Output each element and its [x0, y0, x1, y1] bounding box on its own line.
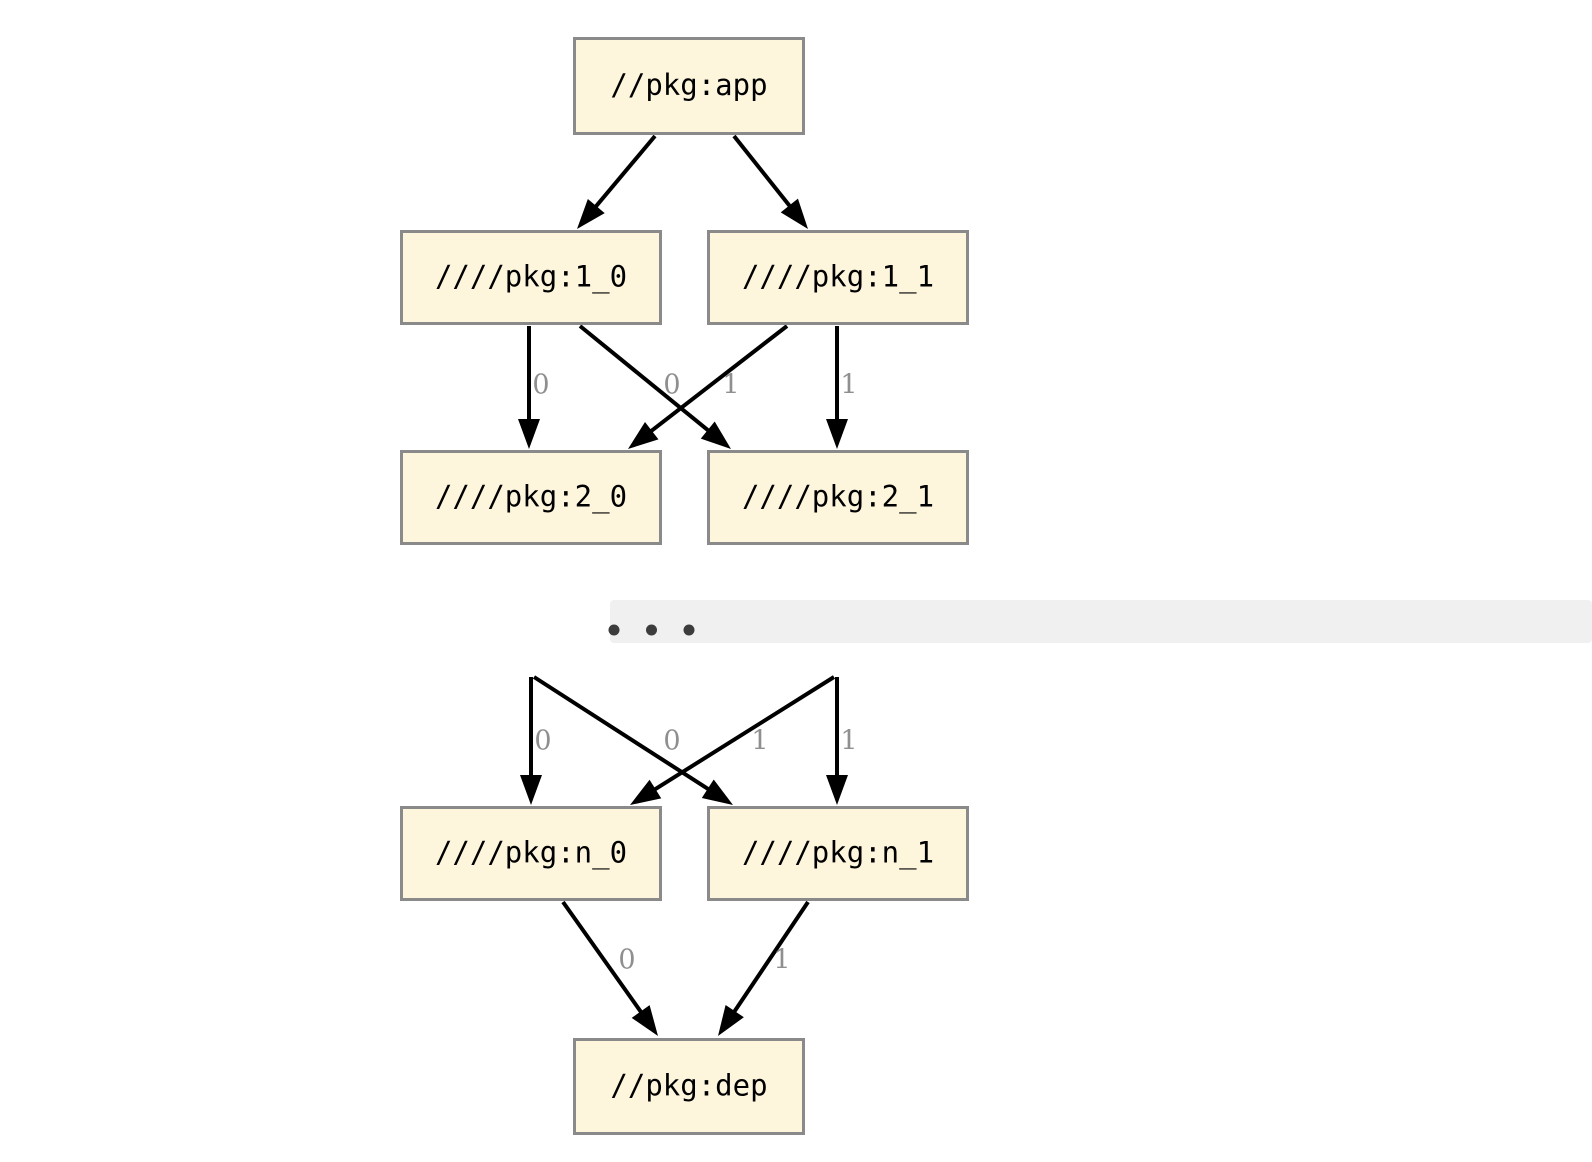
edge-arrowhead-icon: [826, 419, 848, 449]
edge-arrowhead-icon: [631, 1005, 658, 1036]
node-box[interactable]: [573, 37, 805, 135]
graph-edge: 0: [520, 677, 552, 805]
ellipsis-dot: [646, 624, 657, 636]
edge-line: [650, 675, 836, 793]
edge-line: [730, 900, 810, 1016]
node-label: //pkg:app: [610, 68, 767, 102]
node-label: ////pkg:1_0: [435, 260, 627, 295]
graph-node-l2_1[interactable]: ////pkg:2_1: [707, 450, 969, 545]
graph-node-ln_1[interactable]: ////pkg:n_1: [707, 806, 969, 901]
node-label: ////pkg:1_1: [742, 260, 934, 295]
graph-edge: 0: [518, 326, 550, 449]
ellipsis-dot: [683, 624, 695, 636]
edge-arrowhead-icon: [630, 779, 662, 805]
edge-label: 0: [663, 370, 680, 401]
edge-arrowhead-icon: [520, 775, 542, 805]
graph-edge: 0: [578, 324, 731, 449]
node-box[interactable]: [400, 450, 662, 545]
graph-edge: 0: [532, 675, 733, 805]
node-label: ////pkg:n_1: [742, 836, 934, 871]
graph-edge: 0: [561, 900, 658, 1036]
graph-node-ln_0[interactable]: ////pkg:n_0: [400, 806, 662, 901]
ellipsis-dot: [608, 624, 620, 636]
edge-label: 1: [751, 726, 768, 757]
edge-line: [732, 134, 794, 210]
edge-arrowhead-icon: [780, 198, 808, 229]
node-label: ////pkg:n_0: [435, 836, 627, 871]
node-label: ////pkg:2_0: [435, 480, 627, 515]
edge-label: 1: [773, 945, 790, 976]
node-box[interactable]: [400, 230, 662, 325]
graph-node-app[interactable]: //pkg:app: [573, 37, 805, 135]
edge-label: 0: [532, 370, 549, 401]
edge-label: 0: [534, 726, 551, 757]
edge-arrowhead-icon: [718, 1004, 744, 1036]
node-label: ////pkg:2_1: [742, 480, 934, 515]
graph-edge: 1: [718, 900, 810, 1036]
ellipsis-band: [610, 600, 1592, 643]
graph-edge: 1: [630, 675, 836, 805]
node-label: //pkg:dep: [610, 1069, 767, 1103]
edge-arrowhead-icon: [518, 419, 540, 449]
graph-edge: 1: [826, 326, 858, 449]
edge-line: [578, 324, 713, 435]
graph-edge: [732, 134, 808, 229]
graph-edge: 1: [826, 677, 858, 805]
edge-line: [647, 324, 789, 435]
graph-node-l2_0[interactable]: ////pkg:2_0: [400, 450, 662, 545]
edge-arrowhead-icon: [628, 421, 659, 449]
graph-edge: 1: [628, 324, 789, 449]
edge-label: 1: [840, 726, 857, 757]
node-box[interactable]: [707, 806, 969, 901]
edge-label: 0: [663, 726, 680, 757]
edge-line: [532, 675, 713, 793]
node-box[interactable]: [707, 450, 969, 545]
graph-node-l1_1[interactable]: ////pkg:1_1: [707, 230, 969, 325]
edges-layer: 0 0 1 1 0 0 1 1 0 1: [518, 134, 858, 1036]
node-box[interactable]: [400, 806, 662, 901]
edge-label: 1: [840, 370, 857, 401]
ellipsis-section: [608, 600, 1592, 643]
node-box[interactable]: [707, 230, 969, 325]
nodes-layer: //pkg:app ////pkg:1_0 ////pkg:1_1 ////pkg:2…: [400, 37, 969, 1135]
node-box[interactable]: [573, 1038, 805, 1135]
edge-line: [561, 900, 645, 1016]
edge-arrowhead-icon: [577, 198, 605, 229]
edge-label: 1: [722, 370, 739, 401]
graph-edge: [577, 134, 657, 229]
graph-node-dep[interactable]: //pkg:dep: [573, 1038, 805, 1135]
graph-node-l1_0[interactable]: ////pkg:1_0: [400, 230, 662, 325]
edge-arrowhead-icon: [826, 775, 848, 805]
edge-label: 0: [618, 945, 635, 976]
edge-arrowhead-icon: [701, 779, 733, 805]
edge-line: [592, 134, 657, 211]
edge-arrowhead-icon: [700, 421, 731, 449]
